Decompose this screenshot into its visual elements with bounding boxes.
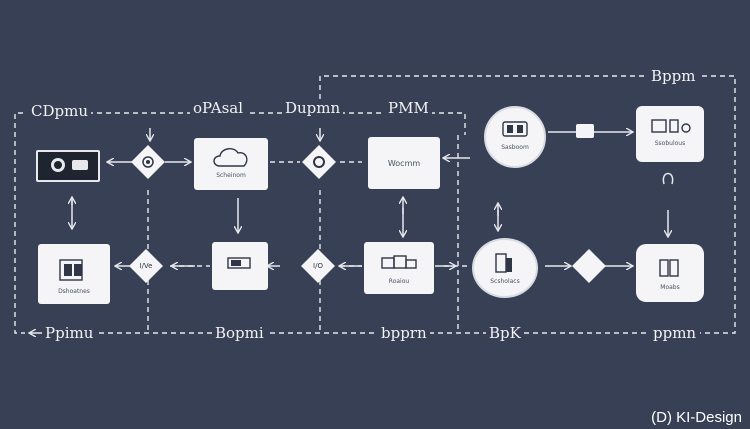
label-bottom-bpprn: bpprn bbox=[378, 325, 430, 341]
document-icon bbox=[651, 119, 691, 133]
card-4-caption: Dshoatnes bbox=[58, 288, 90, 295]
process-card-7: Moabs bbox=[636, 244, 704, 302]
watermark: (D) KI-Design bbox=[651, 409, 742, 426]
label-top-pmm: PMM bbox=[385, 100, 432, 116]
server-icon bbox=[495, 253, 512, 273]
top-right-loop bbox=[319, 75, 736, 334]
top-dashed-line bbox=[70, 112, 466, 135]
process-card-2: Wocmm bbox=[368, 137, 440, 189]
diamond-5-text: I/O bbox=[313, 262, 323, 270]
label-top-right: Bppm bbox=[648, 68, 699, 84]
circle-2-caption: Scsholacs bbox=[490, 278, 520, 285]
process-card-3: Ssobulous bbox=[636, 106, 704, 162]
card-2-caption: Wocmm bbox=[387, 159, 421, 168]
card-3-caption: Ssobulous bbox=[654, 140, 686, 147]
circle-1-caption: Sasboom bbox=[501, 144, 529, 151]
card-7-caption: Moabs bbox=[660, 284, 680, 291]
label-bottom-bopmi: Bopmi bbox=[212, 325, 267, 341]
label-bottom-left: Ppimu bbox=[42, 325, 97, 341]
label-bottom-right: ppmn bbox=[650, 325, 700, 341]
circle-node-2: Scsholacs bbox=[472, 238, 538, 298]
label-top-opal: oPAsal bbox=[190, 100, 247, 116]
cloud-icon bbox=[213, 148, 248, 167]
label-top-dupmn: Dupmn bbox=[282, 100, 344, 116]
outer-left-loop bbox=[14, 112, 25, 334]
diamond-4-text: I/Ve bbox=[139, 262, 153, 270]
card-1-caption: Scheinom bbox=[216, 172, 246, 179]
storage-icon bbox=[659, 259, 679, 277]
printer-icon bbox=[59, 259, 83, 281]
cloud-icon bbox=[136, 150, 160, 174]
circle-node-1: Sasboom bbox=[484, 106, 546, 168]
server-icon bbox=[227, 257, 251, 269]
card-6-caption: Roaiou bbox=[388, 278, 410, 285]
connector-chip bbox=[576, 124, 594, 138]
process-card-5 bbox=[212, 242, 268, 290]
process-card-6: Roaiou bbox=[364, 242, 434, 294]
chat-icon bbox=[51, 158, 88, 172]
gear-icon bbox=[307, 150, 331, 174]
process-card-4: Dshoatnes bbox=[38, 244, 110, 304]
label-top-left: CDpmu bbox=[28, 103, 91, 119]
monitor-node bbox=[36, 150, 100, 182]
process-card-1: Scheinom bbox=[194, 138, 268, 190]
storage-icon bbox=[381, 255, 417, 269]
laptop-icon bbox=[502, 121, 528, 137]
label-bottom-bpk: BpK bbox=[486, 325, 524, 341]
